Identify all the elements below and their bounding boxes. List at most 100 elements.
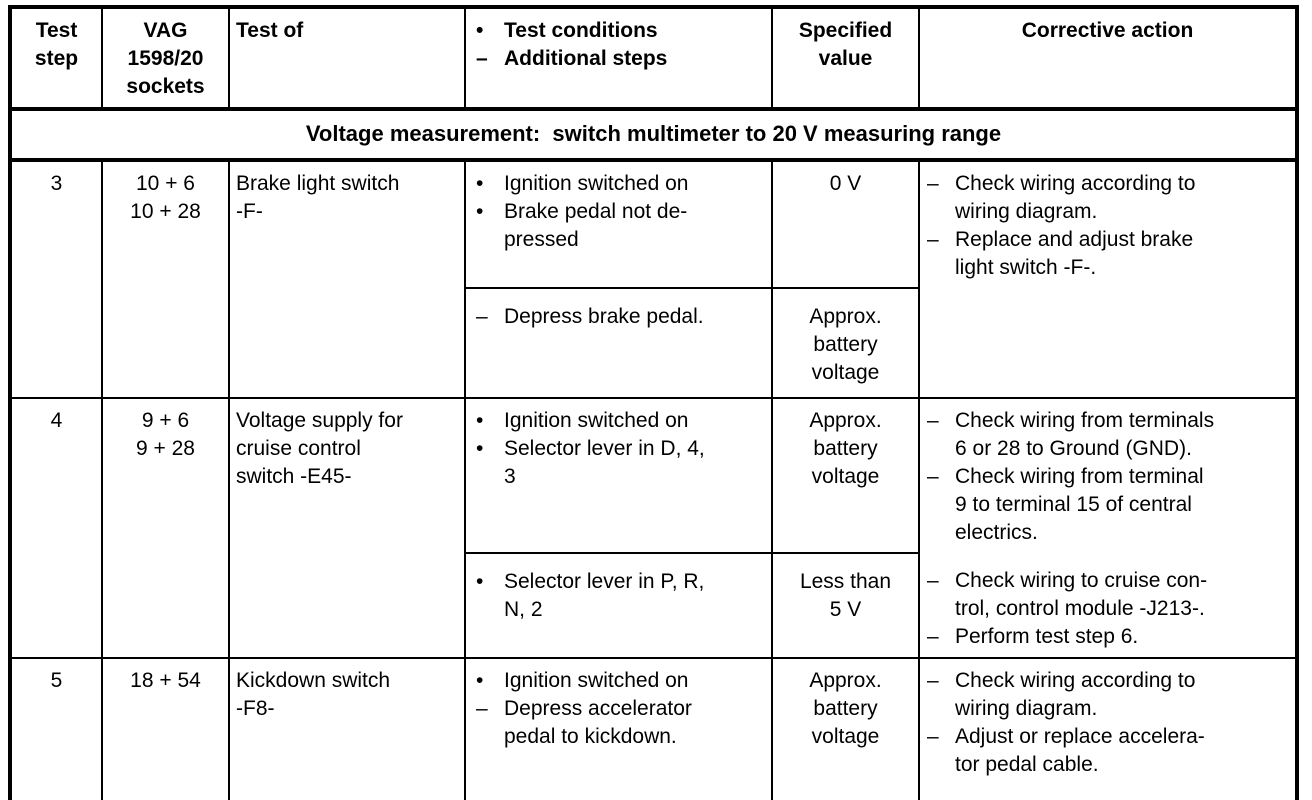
cell-test-of-3: Brake light switch -F- (228, 159, 466, 399)
test-of-text: Voltage supply for cruise control switch… (236, 409, 403, 488)
header-specified-value: Specified value (771, 6, 920, 110)
dash-marker: – (927, 409, 939, 432)
condition-item: • Brake pedal not de- pressed (476, 198, 763, 254)
corrective-text: Check wiring from terminals 6 or 28 to G… (955, 409, 1215, 460)
cell-value-5: Approx. battery voltage (771, 657, 920, 800)
socket-numbers: 18 + 54 (130, 669, 201, 692)
corrective-text: Check wiring according to wiring diagram… (955, 172, 1196, 223)
cell-step-3: 3 (9, 159, 103, 399)
header-vag-sockets: VAG 1598/20 sockets (101, 6, 230, 110)
step-number: 3 (50, 172, 63, 195)
header-row: Test step VAG 1598/20 sockets Test of • … (9, 6, 1298, 110)
test-of-text: Brake light switch -F- (236, 172, 400, 223)
condition-text: Selector lever in D, 4, 3 (504, 437, 705, 488)
specified-value-text: Less than 5 V (799, 570, 892, 621)
cell-step-4: 4 (9, 397, 103, 659)
condition-item: • Ignition switched on (476, 667, 763, 695)
corrective-item: – Adjust or replace accelera- tor pedal … (927, 723, 1287, 779)
condition-text: Ignition switched on (504, 409, 689, 432)
cell-corrective-3-lower (918, 288, 1298, 399)
cell-value-4a: Approx. battery voltage (771, 397, 920, 554)
condition-item: – Depress brake pedal. (476, 303, 763, 331)
cell-conditions-5: • Ignition switched on – Depress acceler… (464, 657, 773, 800)
header-additional-steps-label: Additional steps (504, 47, 668, 70)
cell-test-of-4: Voltage supply for cruise control switch… (228, 397, 466, 659)
header-test-conditions: • Test conditions – Additional steps (464, 6, 773, 110)
cell-value-3b: Approx. battery voltage (771, 287, 920, 399)
dash-marker: – (927, 465, 939, 488)
condition-text: Brake pedal not de- pressed (504, 200, 688, 251)
corrective-item: – Check wiring according to wiring diagr… (927, 667, 1287, 723)
socket-numbers: 9 + 6 9 + 28 (136, 409, 195, 460)
cell-sockets-3: 10 + 6 10 + 28 (101, 159, 230, 399)
step-number: 5 (50, 669, 63, 692)
test-step-5-row: 5 18 + 54 Kickdown switch -F8- • Ignitio… (9, 657, 1298, 800)
condition-item: • Selector lever in P, R, N, 2 (476, 568, 763, 624)
condition-text: Selector lever in P, R, N, 2 (504, 570, 705, 621)
condition-text: Depress accelerator pedal to kickdown. (504, 697, 692, 748)
dash-marker: – (927, 228, 939, 251)
bullet-marker: • (476, 409, 484, 432)
specified-value-text: Approx. battery voltage (809, 669, 882, 748)
bullet-marker: • (476, 200, 484, 223)
dash-marker: – (927, 625, 939, 648)
dash-marker: – (927, 669, 939, 692)
corrective-text: Replace and adjust brake light switch -F… (955, 228, 1194, 279)
test-of-text: Kickdown switch -F8- (236, 669, 391, 720)
bullet-marker: • (476, 570, 484, 593)
header-test-of-label: Test of (236, 19, 304, 42)
dash-marker: – (927, 569, 939, 592)
test-step-3-row-a: 3 10 + 6 10 + 28 Brake light switch -F- … (9, 159, 1298, 399)
cell-conditions-3a: • Ignition switched on • Brake pedal not… (464, 159, 773, 289)
cell-corrective-4-upper: – Check wiring from terminals 6 or 28 to… (918, 397, 1298, 553)
dash-marker: – (476, 305, 488, 328)
socket-numbers: 10 + 6 10 + 28 (130, 172, 201, 223)
condition-item: • Ignition switched on (476, 407, 763, 435)
specified-value-text: Approx. battery voltage (809, 409, 882, 488)
banner-row: Voltage measurement: switch multimeter t… (9, 107, 1298, 162)
cell-conditions-4b: • Selector lever in P, R, N, 2 (464, 552, 773, 659)
header-additional-steps-item: – Additional steps (476, 45, 763, 73)
corrective-text: Perform test step 6. (955, 625, 1139, 648)
test-step-4-row-b: • Selector lever in P, R, N, 2 Less than… (10, 552, 1298, 659)
header-vag-sockets-label: VAG 1598/20 sockets (126, 19, 205, 98)
corrective-item: – Check wiring to cruise con- trol, cont… (927, 567, 1287, 623)
specified-value-text: 0 V (829, 172, 862, 195)
corrective-item: – Check wiring from terminal 9 to termin… (927, 463, 1287, 547)
corrective-item: – Replace and adjust brake light switch … (927, 226, 1287, 282)
cell-step-5: 5 (9, 657, 103, 800)
corrective-item: – Check wiring from terminals 6 or 28 to… (927, 407, 1287, 463)
test-step-4-row-a: 4 9 + 6 9 + 28 Voltage supply for cruise… (9, 397, 1298, 659)
corrective-item: – Check wiring according to wiring diagr… (927, 170, 1287, 226)
diagnostic-test-table: Test step VAG 1598/20 sockets Test of • … (8, 5, 1299, 800)
condition-item: • Ignition switched on (476, 170, 763, 198)
cell-value-4b: Less than 5 V (771, 552, 920, 659)
cell-conditions-4a: • Ignition switched on • Selector lever … (464, 397, 773, 554)
corrective-text: Check wiring according to wiring diagram… (955, 669, 1196, 720)
cell-sockets-4: 9 + 6 9 + 28 (101, 397, 230, 659)
header-test-of: Test of (228, 6, 466, 110)
cell-test-of-5: Kickdown switch -F8- (228, 657, 466, 800)
bullet-marker: • (476, 172, 484, 195)
corrective-text: Adjust or replace accelera- tor pedal ca… (955, 725, 1205, 776)
bullet-marker: • (476, 19, 484, 42)
cell-conditions-3b: – Depress brake pedal. (464, 287, 773, 399)
dash-marker: – (927, 172, 939, 195)
dash-marker: – (927, 725, 939, 748)
condition-text: Ignition switched on (504, 172, 689, 195)
bullet-marker: • (476, 437, 484, 460)
condition-item: – Depress accelerator pedal to kickdown. (476, 695, 763, 751)
corrective-text: Check wiring from terminal 9 to terminal… (955, 465, 1204, 544)
step-number: 4 (50, 409, 63, 432)
cell-sockets-5: 18 + 54 (101, 657, 230, 800)
dash-marker: – (476, 47, 488, 70)
corrective-item: – Perform test step 6. (927, 623, 1287, 651)
condition-text: Depress brake pedal. (504, 305, 704, 328)
cell-corrective-5: – Check wiring according to wiring diagr… (918, 657, 1298, 800)
dash-marker: – (476, 697, 488, 720)
specified-value-text: Approx. battery voltage (809, 305, 882, 384)
header-specified-value-label: Specified value (798, 19, 893, 70)
cell-value-3a: 0 V (771, 159, 920, 289)
section-banner-label: Voltage measurement: switch multimeter t… (305, 121, 1002, 146)
